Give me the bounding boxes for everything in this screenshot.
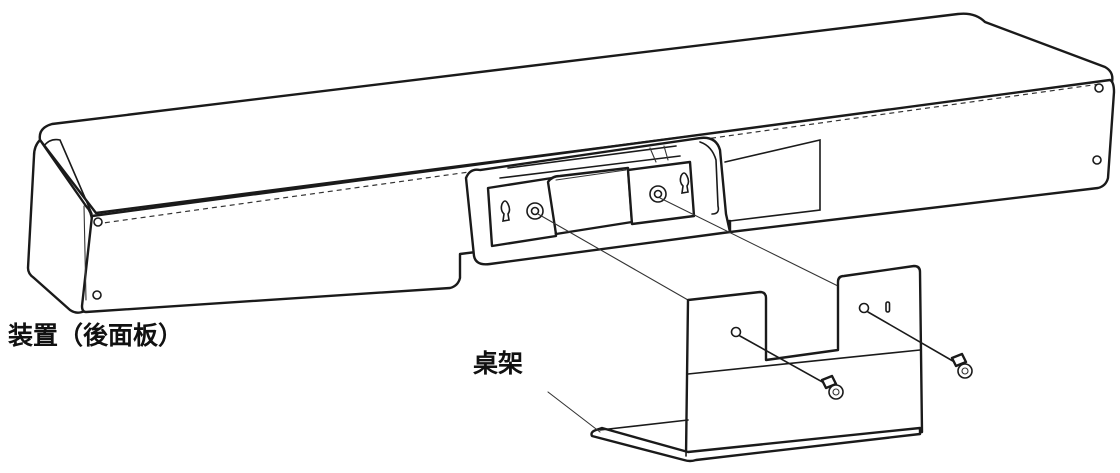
screw-left <box>820 374 844 400</box>
screw-right <box>950 352 973 379</box>
device-rear-panel-label: 装置（後面板） <box>8 321 184 350</box>
mount-bracket <box>464 136 732 266</box>
stand-leader-line <box>547 391 601 433</box>
desk-stand-label: 桌架 <box>473 349 524 378</box>
desk-stand <box>590 264 924 463</box>
screws <box>739 311 973 400</box>
